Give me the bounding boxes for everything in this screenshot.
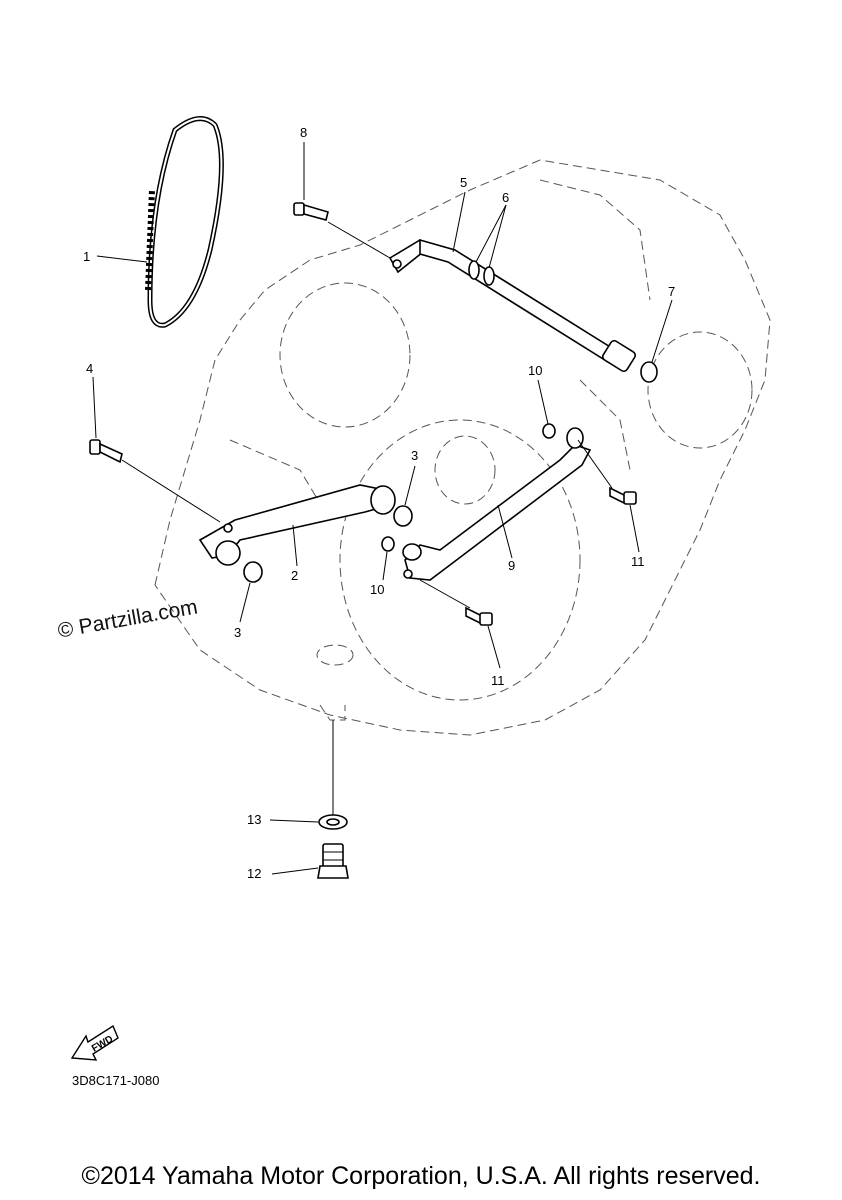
callout-8: 8 [300, 125, 307, 140]
timing-chain [145, 116, 224, 328]
drain-plug-12 [317, 843, 349, 879]
fwd-label: FWD [90, 1034, 115, 1055]
bolt-11a [609, 486, 637, 505]
leader-lines [92, 142, 673, 875]
callout-10b: 10 [370, 582, 384, 597]
callout-7: 7 [668, 284, 675, 299]
callout-1: 1 [83, 249, 90, 264]
o-ring-7 [640, 361, 658, 383]
callout-6: 6 [502, 190, 509, 205]
crankcase-outline [154, 159, 771, 736]
oil-pipe-5 [388, 238, 636, 373]
fwd-arrow-icon: FWD [70, 1024, 119, 1061]
oil-pipe-9 [402, 427, 592, 581]
callout-5: 5 [460, 175, 467, 190]
callout-3b: 3 [234, 625, 241, 640]
bolt-4 [89, 439, 123, 464]
bolt-8 [293, 202, 329, 221]
callout-9: 9 [508, 558, 515, 573]
gasket-13-hole [326, 818, 340, 826]
callout-3a: 3 [411, 448, 418, 463]
callout-2: 2 [291, 568, 298, 583]
callout-12: 12 [247, 866, 261, 881]
callout-11b: 11 [491, 673, 505, 688]
o-ring-3a [393, 505, 413, 527]
oil-pipe-2 [198, 484, 396, 566]
callout-10a: 10 [528, 363, 542, 378]
o-ring-3b [243, 561, 263, 583]
reference-code: 3D8C171-J080 [72, 1073, 160, 1088]
copyright-notice: ©2014 Yamaha Motor Corporation, U.S.A. A… [81, 1162, 761, 1190]
o-ring-10b [381, 536, 395, 552]
callout-4: 4 [86, 361, 93, 376]
callout-11a: 11 [631, 554, 645, 569]
callout-13: 13 [247, 812, 261, 827]
o-ring-10a [542, 423, 556, 439]
callout-labels: 1 2 3 3 4 5 6 7 8 9 10 10 11 11 12 13 [83, 125, 675, 881]
bolt-11b [465, 606, 493, 626]
